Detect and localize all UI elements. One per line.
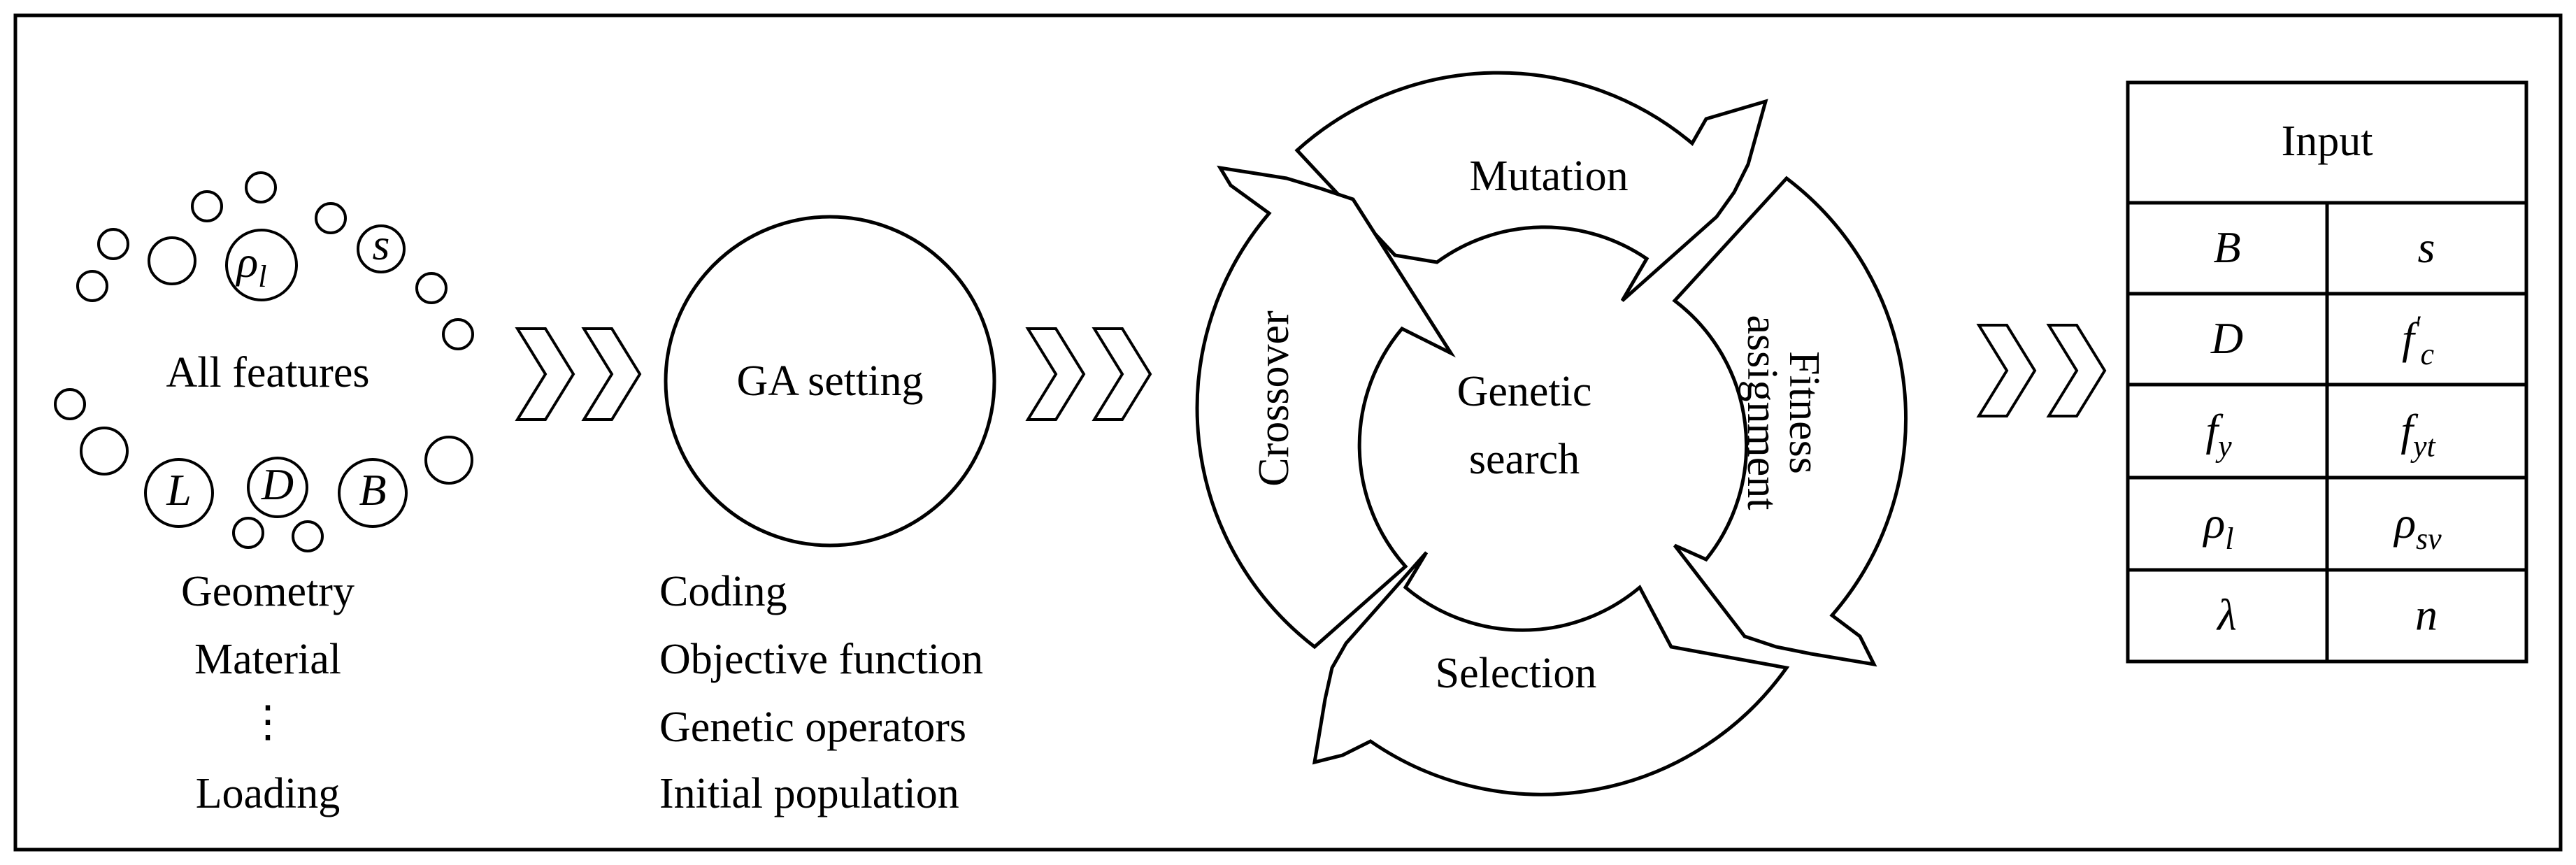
feature-bubble: [245, 171, 277, 203]
rho-l-symbol: ρl: [236, 237, 267, 294]
chevron-arrow-icon: [1025, 327, 1152, 421]
crossover-arrow: [1195, 165, 1456, 650]
ga-item: Objective function: [659, 636, 983, 683]
crossover-label: Crossover: [1250, 310, 1298, 487]
input-table: [2126, 80, 2528, 664]
ga-item: Genetic operators: [659, 703, 966, 751]
ga-section: GA setting Coding Objective function Gen…: [659, 215, 996, 817]
input-variable-cell: s: [2418, 222, 2435, 272]
feature-bubble: [232, 517, 264, 549]
input-variable-cell: B: [2213, 222, 2240, 272]
selection-label: Selection: [1436, 650, 1597, 697]
feature-bubble: [54, 388, 86, 420]
feature-category: Material: [194, 636, 341, 683]
d-circle: [247, 457, 308, 518]
input-variable-cell: ρsv: [2393, 498, 2442, 556]
feature-bubble: [292, 520, 324, 552]
genetic-search-label: Genetic: [1457, 368, 1592, 415]
selection-arrow: [1312, 551, 1790, 796]
ga-setting-title: GA setting: [737, 357, 924, 405]
features-title: All features: [166, 349, 370, 396]
features-section: ρl s L D B All features Geometry Materia…: [54, 171, 474, 817]
feature-category: ⋮: [246, 699, 289, 746]
ga-item: Initial population: [659, 770, 959, 817]
input-table-header: Input: [2282, 117, 2373, 165]
feature-bubble: [148, 236, 196, 285]
fitness-label: Fitness: [1780, 351, 1828, 474]
input-variable-cell: f′c: [2402, 310, 2435, 371]
mutation-arrow: [1294, 71, 1768, 302]
mutation-label: Mutation: [1469, 152, 1628, 200]
fitness-label: assignment: [1738, 315, 1786, 510]
l-circle: [144, 458, 214, 528]
input-variable-cell: fyt: [2400, 406, 2436, 464]
feature-bubble: [415, 272, 448, 304]
feature-bubble: [315, 202, 347, 234]
ga-setting-circle: [664, 215, 996, 548]
b-circle: [338, 458, 408, 528]
s-circle: [357, 224, 406, 273]
feature-category: Geometry: [181, 568, 355, 615]
rho-l-circle: [225, 229, 298, 301]
s-symbol: s: [373, 220, 390, 269]
genetic-search-label: search: [1469, 436, 1580, 483]
fitness-arrow: [1672, 176, 1908, 667]
d-symbol: D: [261, 459, 294, 509]
genetic-cycle: [1195, 71, 1908, 796]
feature-bubble: [97, 228, 129, 260]
input-variable-cell: fy: [2205, 406, 2232, 464]
chevron-arrow-icon: [515, 327, 642, 421]
feature-bubble: [191, 190, 223, 222]
feature-bubble: [442, 318, 474, 350]
outer-frame: [13, 13, 2563, 852]
input-variable-cell: λ: [2216, 590, 2237, 640]
ga-item: Coding: [659, 568, 787, 615]
feature-bubble: [76, 270, 108, 302]
input-variable-cell: n: [2415, 590, 2438, 640]
chevron-arrow-icon: [1976, 324, 2107, 417]
input-variable-cell: ρl: [2203, 498, 2234, 556]
feature-bubble: [80, 427, 129, 476]
b-symbol: B: [359, 465, 386, 515]
feature-category: Loading: [196, 770, 341, 817]
input-variable-cell: D: [2210, 313, 2243, 363]
l-symbol: L: [166, 465, 192, 515]
feature-bubble: [424, 436, 473, 485]
